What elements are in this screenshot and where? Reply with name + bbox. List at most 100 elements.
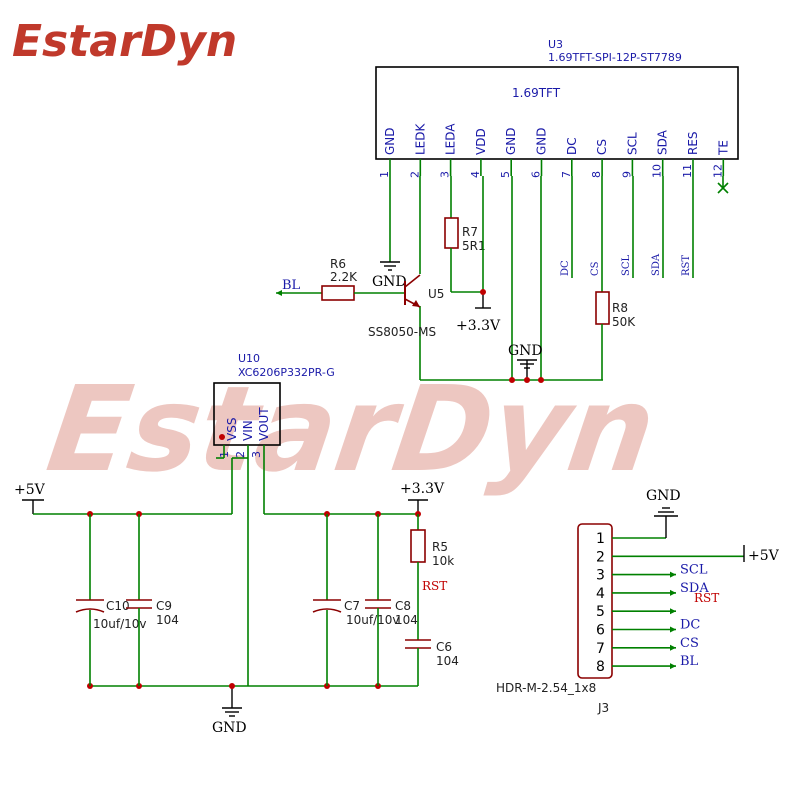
rst-label-reg: RST	[422, 579, 447, 593]
u10-pin-name-vout: VOUT	[257, 407, 271, 441]
c9-value: 104	[156, 613, 179, 627]
c7-value: 10uf/10v	[346, 613, 400, 627]
j3-pin-number: 3	[596, 568, 605, 584]
j3-net-label: BL	[680, 654, 699, 669]
r7-ref: R7	[462, 225, 478, 239]
r5-resistor: R5 10k RST	[410, 514, 454, 640]
u3-pin-number: 1	[378, 171, 391, 178]
u3-pin-number: 12	[711, 164, 724, 178]
u3-pin-number: 5	[499, 171, 512, 178]
v33-label-u3: +3.3V	[456, 318, 501, 334]
bl-label-r6: BL	[282, 278, 301, 293]
u3-body	[375, 66, 739, 160]
vdd-net: +3.3V	[456, 176, 501, 334]
gnd-label-reg: GND	[212, 720, 247, 736]
u3-ref: U3	[548, 38, 563, 51]
power-wiring: +5V +3.3V GND	[14, 445, 445, 736]
c10-capacitor: C10 10uf/10v	[75, 514, 147, 686]
c7-capacitor: C7 10uf/10v	[312, 514, 400, 686]
u3-pin-name: VDD	[474, 128, 488, 155]
u3-pin-name: GND	[535, 127, 549, 155]
net-rst-label: RST	[681, 255, 692, 276]
u10-value: XC6206P332PR-G	[238, 366, 335, 379]
u3-pin-number: 3	[439, 171, 452, 178]
gnd-bus-u3: GND	[419, 176, 603, 383]
u3-pin-name: SCL	[625, 132, 639, 155]
u3-pin-name: GND	[383, 127, 397, 155]
j3-rst-label: RST	[694, 591, 719, 605]
j3-net-arrow	[670, 608, 676, 615]
u10-pin-name-vss: VSS	[225, 418, 239, 441]
net-cs-label: CS	[590, 261, 601, 276]
gnd-label-bus: GND	[508, 343, 543, 359]
te-no-connect	[717, 176, 729, 194]
j3-net-label: SDA	[680, 581, 709, 596]
u3-pin-name: GND	[504, 127, 518, 155]
j3-net-arrow	[670, 571, 676, 578]
j3-pin-number: 5	[596, 604, 605, 620]
j3-ref: J3	[597, 701, 609, 715]
u10-pin-num-3: 3	[250, 451, 263, 458]
r6-resistor: BL R6 2.2K	[276, 257, 405, 301]
gnd-label-j3: GND	[646, 488, 681, 504]
u3-pin-number: 4	[469, 171, 482, 178]
j3-value: HDR-M-2.54_1x8	[496, 681, 596, 695]
r8-ref: R8	[612, 301, 628, 315]
v5-label-in: +5V	[14, 482, 46, 498]
c9-ref: C9	[156, 599, 172, 613]
j3-net-arrow	[670, 663, 676, 670]
u3-signal-stubs: DC SCL SDA RST	[560, 176, 694, 278]
c6-value: 104	[436, 654, 459, 668]
v5-label-j3: +5V	[748, 548, 780, 564]
j3-pin-number: 4	[596, 586, 605, 602]
r5-value: 10k	[432, 554, 454, 568]
u5-ref: U5	[428, 287, 444, 301]
u10-body	[213, 382, 281, 446]
u3-pin-number: 9	[620, 171, 633, 178]
net-scl-label: SCL	[621, 254, 632, 276]
u10-pin-name-vin: VIN	[241, 420, 255, 441]
c7-ref: C7	[344, 599, 360, 613]
j3-pin-number: 7	[596, 641, 605, 657]
r5-ref: R5	[432, 540, 448, 554]
u3-pin-name: CS	[595, 139, 609, 155]
j3-net-label: DC	[680, 618, 700, 633]
u3-pin-number: 7	[560, 171, 573, 178]
c6-capacitor: C6 104	[405, 639, 459, 686]
c8-capacitor: C8 104	[365, 514, 418, 686]
j3-pin-number: 6	[596, 623, 605, 639]
j3-pin-number: 1	[596, 531, 605, 547]
u5-value: SS8050-MS	[368, 325, 436, 339]
j3-pin-number: 8	[596, 659, 605, 675]
u3-pin-number: 10	[651, 164, 664, 178]
u3-pin-number: 11	[681, 164, 694, 178]
u3-title: 1.69TFT	[512, 86, 561, 100]
u10-ref: U10	[238, 352, 260, 365]
u3-pin-name: SDA	[656, 129, 670, 155]
j3-body	[577, 523, 613, 679]
c10-value: 10uf/10v	[93, 617, 147, 631]
u3-pin-number: 2	[408, 171, 421, 178]
v33-label-reg: +3.3V	[400, 481, 445, 497]
u3-pin-number: 6	[530, 171, 543, 178]
watermark: EstarDyn	[40, 361, 663, 498]
r6-ref: R6	[330, 257, 346, 271]
u10-pin-num-2: 2	[234, 451, 247, 458]
gnd-label-u3: GND	[372, 274, 407, 290]
u3-pin-name: RES	[686, 131, 700, 155]
u3-pin-number: 8	[590, 171, 603, 178]
u5-transistor: U5 SS8050-MS	[368, 274, 444, 339]
u3-value: 1.69TFT-SPI-12P-ST7789	[548, 51, 682, 64]
c8-value: 104	[395, 613, 418, 627]
u3-tft-connector: U3 1.69TFT-SPI-12P-ST7789 1.69TFT GND 1 LE…	[375, 38, 739, 178]
j3-net-label: CS	[680, 636, 699, 651]
c9-capacitor: C9 104	[126, 514, 179, 686]
net-sda-label: SDA	[651, 253, 662, 276]
u3-pin-name: LEDA	[444, 123, 458, 155]
u3-pin-group: GND1LEDK2LEDA3VDD4GND5GND6DC7CS8SCL9SDA1…	[378, 122, 730, 178]
brand-logo: EstarDyn	[12, 16, 237, 67]
u3-pin-name: TE	[716, 140, 730, 156]
